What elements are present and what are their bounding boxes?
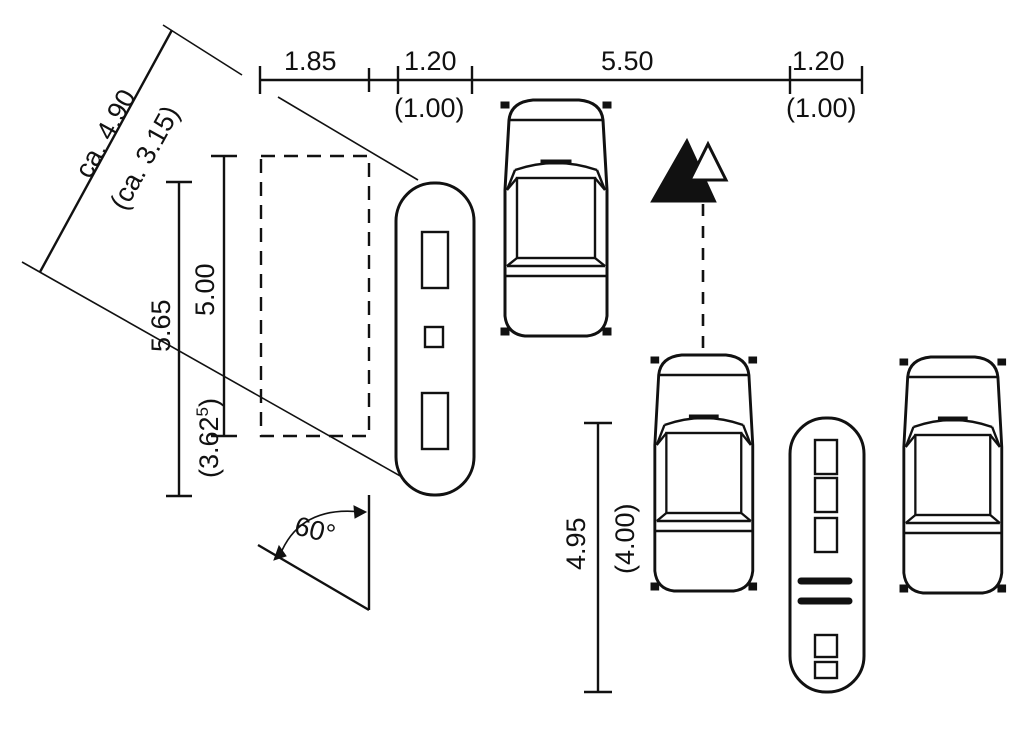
- parking-meter-island: [394, 181, 476, 497]
- dim-5-50-label: 5.50: [601, 46, 654, 76]
- car-top-view: [499, 98, 613, 338]
- dim-4-95-group: 4.95 (4.00): [561, 421, 640, 694]
- dim-1-00-right-label: (1.00): [786, 93, 857, 123]
- angle-60-label: 60°: [292, 511, 339, 550]
- dim-1-00-left-label: (1.00): [394, 93, 465, 123]
- dim-1-20-right-label: 1.20: [792, 46, 845, 76]
- dim-4-95-label: 4.95: [561, 517, 591, 570]
- diag-dimension-line: [38, 29, 174, 273]
- angled-parking-section: ca. 4.90 (ca. 3.15) 5.65 (3.625) 5.00: [21, 24, 476, 612]
- parking-meter-island: [788, 416, 866, 694]
- dim-5-65-label: 5.65: [146, 299, 176, 352]
- diag-extension-mid: [277, 96, 419, 181]
- dashed-parking-space: [259, 154, 371, 438]
- traffic-sign-icon: [650, 137, 729, 352]
- dim-5-00-label: 5.00: [190, 263, 220, 316]
- diag-extension-top: [162, 24, 243, 76]
- dim-4-00-label: (4.00): [610, 503, 640, 574]
- dim-1-20-left-label: 1.20: [404, 46, 457, 76]
- car-top-view: [898, 355, 1008, 595]
- dim-1-85-label: 1.85: [284, 46, 337, 76]
- angle-60-indicator: 60°: [257, 495, 371, 612]
- svg-text:(3.625): (3.625): [193, 398, 224, 478]
- dim-3-62-label: (3.625): [193, 398, 224, 478]
- top-dimension-chain: 1.85 1.20 (1.00) 5.50 1.20 (1.00): [258, 46, 864, 123]
- car-top-view: [649, 353, 759, 593]
